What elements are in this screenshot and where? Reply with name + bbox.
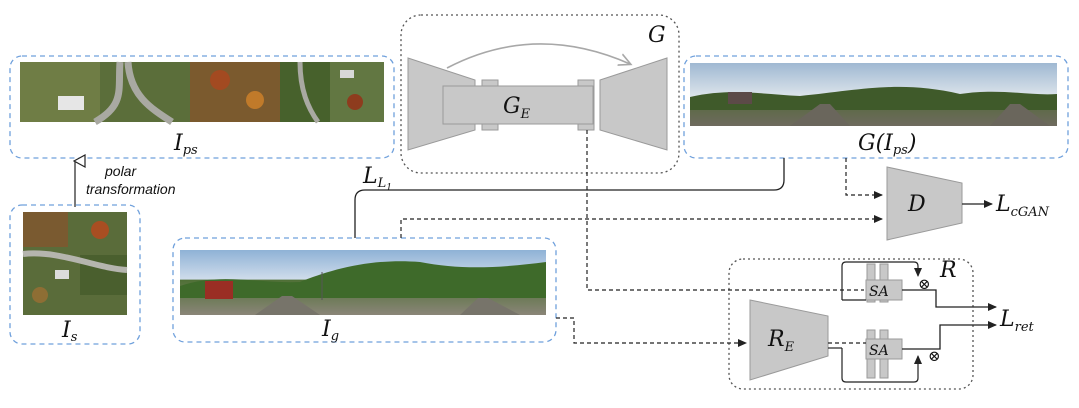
recon-result-label: R [939,258,957,283]
discriminator-trapezoid [886,166,963,241]
bottom-sa-to-loss-arrow [902,321,997,350]
generator-decoder-trapezoid [599,57,668,151]
generated-panorama-panel: G(Ips) [683,55,1069,159]
bottom-sa-label: SA [869,343,889,359]
ground-dashed-box [172,237,557,343]
polar-satellite-label: Ips [173,131,198,158]
generator-label: G [648,23,666,48]
polar-note-line1: polar [104,163,137,179]
generated-to-discriminator-arrow [845,158,883,199]
retrieval-encoder-label: RE [767,327,795,355]
retrieval-dotted-box [728,258,974,390]
ground-to-retrieval-arrow [556,317,747,347]
bottom-multiply-icon: ⊗ [928,347,941,365]
top-sa-label: SA [869,284,889,300]
satellite-dashed-box [9,204,141,345]
ground-panorama-panel: Ig [172,237,557,344]
generated-panorama-image [690,63,1057,126]
retrieval-encoder-trapezoid [749,299,829,381]
satellite-panel: Is [9,204,141,345]
generator-block: G GE [400,14,680,174]
polar-satellite-panel: Ips [9,55,395,159]
top-multiply-icon: ⊗ [918,275,931,293]
retrieval-loss-label: Lret [999,307,1035,335]
skip-connection-arrow [446,43,630,69]
l1-loss-connector [354,158,785,238]
ge-to-top-sa-arrow [586,130,864,291]
ground-label: Ig [321,317,339,344]
generated-label: G(Ips) [858,131,916,158]
cgan-loss-label: LcGAN [995,192,1050,220]
top-sa-to-loss-arrow [902,289,997,311]
top-sa-loop [841,261,922,300]
retrieval-block: RE SA ⊗ R SA ⊗ [728,258,974,390]
l1-loss-label: LL1 [362,164,392,193]
polar-satellite-dashed-box [9,55,395,159]
generator-dotted-box [400,14,680,174]
ground-panorama-image [180,250,546,315]
discriminator-label: D [907,192,926,217]
bottom-sa-loop [841,348,922,383]
polar-note-line2: transformation [86,181,176,197]
generator-encoder-trapezoid [407,57,476,151]
satellite-image [22,212,128,315]
polar-satellite-image [20,61,384,126]
generator-encoder-box [442,85,594,125]
generator-encoder-label: GE [503,94,531,122]
generated-dashed-box [683,55,1069,159]
ground-to-discriminator-arrow [400,215,883,238]
satellite-label: Is [61,318,78,345]
